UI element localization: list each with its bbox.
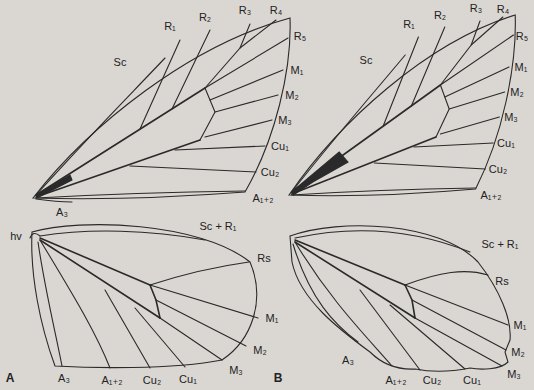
vein-label: A₃ [58,372,70,385]
panel-letter: B [274,372,283,385]
vein-label: Sc + R₁ [481,238,518,251]
vein-label: R₁ [164,20,176,33]
vein-label: R₄ [497,3,509,16]
vein-label: Sc + R₁ [199,220,236,233]
vein-label: hv [10,230,22,243]
vein-label: R₃ [470,2,482,15]
vein-label: R₃ [239,4,251,17]
vein-label: Cu₁ [179,373,197,386]
vein-label: A₁₊₂ [101,374,122,387]
vein-label: M₂ [511,346,524,359]
vein-label: M₃ [504,111,518,124]
vein-label: Cu₁ [497,137,515,150]
vein-label: M₂ [510,86,523,99]
vein-label: M₂ [285,89,298,102]
vein-label: M₃ [507,368,521,381]
vein-label: A₃ [342,354,354,367]
vein-label: A₃ [56,206,68,219]
vein-label: Cu₂ [489,163,507,176]
vein-label: Sc [114,56,127,69]
vein-label: Cu₂ [143,374,161,387]
vein-label: Rs [495,275,508,288]
vein-label: R₄ [270,4,282,17]
vein-label: M₁ [266,312,279,325]
vein-label: M₁ [291,64,304,77]
vein-label: R₂ [434,9,446,22]
vein-label: Cu₁ [463,374,481,387]
vein-label: Cu₂ [261,166,279,179]
vein-label: A₁₊₂ [252,192,273,205]
vein-label: A₁₊₂ [480,189,501,202]
vein-label: M₃ [278,114,292,127]
vein-label: A₁₊₂ [385,374,406,387]
vein-label: Cu₂ [423,374,441,387]
vein-label: R₂ [199,11,211,24]
vein-label: R₅ [294,30,306,43]
vein-label: M₁ [515,61,528,74]
vein-label: M₂ [253,344,266,357]
vein-label: M₁ [514,319,527,332]
vein-label: R₁ [403,18,415,31]
vein-label: Cu₁ [271,140,289,153]
vein-label: M₃ [229,364,243,377]
vein-label: Sc [360,54,373,67]
panel-letter: A [6,372,15,385]
vein-label: Rs [257,252,270,265]
vein-label: R₅ [516,30,528,43]
